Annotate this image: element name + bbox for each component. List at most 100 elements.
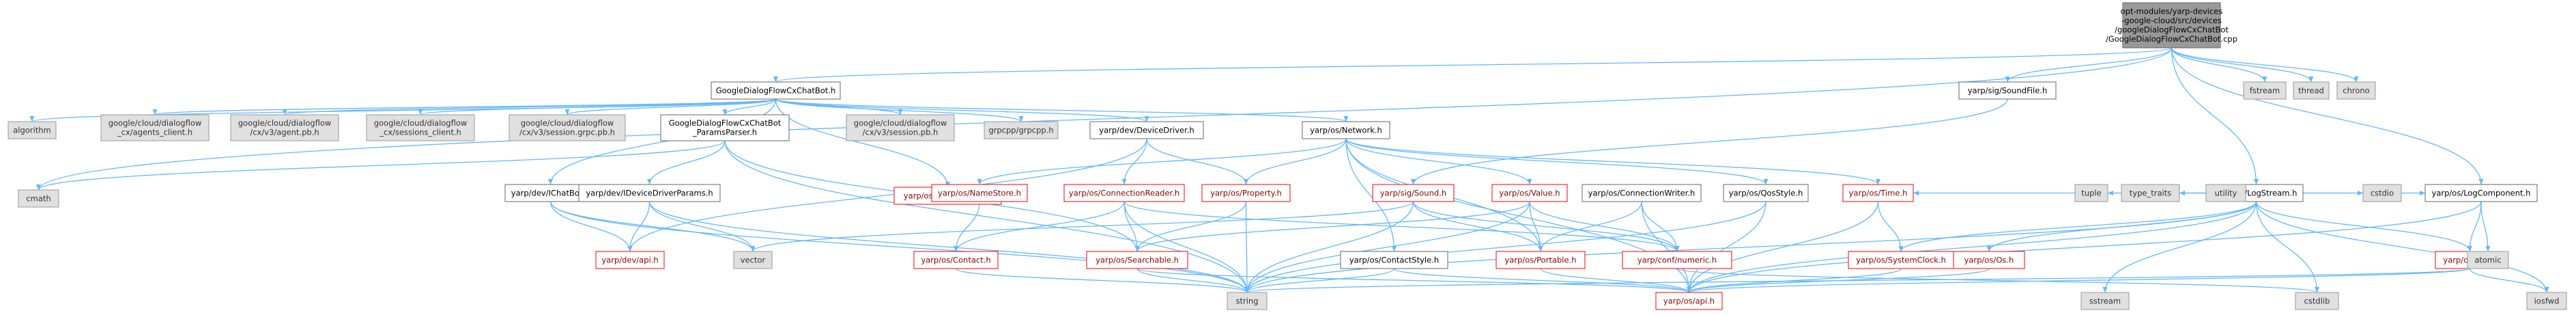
edge-ichatbot-to-vector xyxy=(549,201,756,252)
node-network[interactable]: yarp/os/Network.h xyxy=(1302,121,1390,139)
edge-hdr-to-params_parser xyxy=(722,98,777,115)
edge-value-to-searchable xyxy=(1134,201,1530,252)
node-contact[interactable]: yarp/os/Contact.h xyxy=(913,251,999,269)
node-label: cmath xyxy=(26,193,51,203)
edge-hdr-to-session_grpc xyxy=(564,98,777,115)
edge-hdr-to-bufferedport xyxy=(775,98,951,188)
node-label: algorithm xyxy=(13,125,51,135)
node-cmath: cmath xyxy=(18,189,59,208)
edge-logcomponent-to-log xyxy=(2467,201,2482,252)
node-label: thread xyxy=(2298,85,2324,95)
node-thread: thread xyxy=(2293,81,2330,100)
edge-hdr-to-grpcpp xyxy=(775,98,1024,122)
edge-hdr-to-network xyxy=(775,98,1349,122)
edge-devicedriver-to-connectionreader xyxy=(1121,138,1147,185)
node-label: /cx/v3/session.grpc.pb.h xyxy=(519,128,615,137)
node-session_grpc: google/cloud/dialogflow/cx/v3/session.gr… xyxy=(509,114,626,141)
node-logcomponent[interactable]: yarp/os/LogComponent.h xyxy=(2424,184,2538,202)
node-devicedriver[interactable]: yarp/dev/DeviceDriver.h xyxy=(1089,121,1204,139)
node-portable[interactable]: yarp/os/Portable.h xyxy=(1495,251,1586,269)
edge-root-to-cmath xyxy=(36,47,2173,191)
edge-log-to-string xyxy=(1245,268,2471,293)
node-label: yarp/os/Property.h xyxy=(1210,188,1282,197)
edge-hdr-to-sessions_client xyxy=(418,98,777,115)
node-os_api[interactable]: yarp/os/api.h xyxy=(1655,292,1723,310)
node-agents_client: google/cloud/dialogflow_cx/agents_client… xyxy=(100,114,210,141)
node-systemclock[interactable]: yarp/os/SystemClock.h xyxy=(1848,251,1954,269)
edge-devicedriverparams-to-string xyxy=(648,201,1250,293)
node-label: yarp/os/NameStore.h xyxy=(938,188,1021,197)
edge-logstream-to-os_api xyxy=(1686,201,2257,293)
node-property[interactable]: yarp/os/Property.h xyxy=(1201,184,1291,202)
edge-root-to-chrono xyxy=(2171,47,2359,83)
edge-property-to-searchable xyxy=(1134,201,1247,252)
node-label: sstream xyxy=(2089,296,2121,305)
node-root[interactable]: opt-modules/yarp-devices-google-cloud/sr… xyxy=(2106,2,2237,49)
node-connectionreader[interactable]: yarp/os/ConnectionReader.h xyxy=(1063,184,1185,202)
edge-logstream-to-systemclock xyxy=(1898,201,2257,252)
edge-devicedriverparams-to-dev_api xyxy=(627,201,650,252)
node-params_parser[interactable]: GoogleDialogFlowCxChatBot_ParamsParser.h xyxy=(660,114,790,141)
node-searchable[interactable]: yarp/os/Searchable.h xyxy=(1086,251,1188,269)
edge-hdr-to-agent_pb xyxy=(282,98,777,115)
node-label: /GoogleDialogFlowCxChatBot.cpp xyxy=(2106,34,2237,44)
edge-network-to-time xyxy=(1345,138,1880,185)
node-label: yarp/os/ConnectionReader.h xyxy=(1069,188,1179,197)
node-namestore[interactable]: yarp/os/NameStore.h xyxy=(931,184,1028,202)
node-label: /cx/v3/session.pb.h xyxy=(863,128,939,137)
node-label: string xyxy=(1235,296,1258,305)
node-fstream: fstream xyxy=(2243,81,2287,100)
node-label: google/cloud/dialogflow xyxy=(109,118,202,128)
node-label: yarp/os/Network.h xyxy=(1310,125,1382,135)
node-soundfile[interactable]: yarp/sig/SoundFile.h xyxy=(1958,81,2057,100)
node-hdr[interactable]: GoogleDialogFlowCxChatBot.h xyxy=(711,81,841,100)
node-label: -google-cloud/src/devices xyxy=(2121,16,2222,25)
edge-logstream-to-string xyxy=(1244,201,2257,293)
node-utility: utility xyxy=(2205,184,2246,202)
node-label: yarp/os/SystemClock.h xyxy=(1856,255,1946,264)
node-type_traits: type_traits xyxy=(2121,184,2180,202)
node-label: GoogleDialogFlowCxChatBot.h xyxy=(716,85,836,95)
node-label: tuple xyxy=(2081,188,2101,197)
node-label: fstream xyxy=(2250,85,2280,95)
node-label: yarp/os/api.h xyxy=(1663,296,1715,305)
node-session_pb: google/cloud/dialogflow/cx/v3/session.pb… xyxy=(846,114,955,141)
node-contactstyle[interactable]: yarp/os/ContactStyle.h xyxy=(1340,251,1448,269)
edge-value-to-string xyxy=(1244,201,1530,293)
node-devicedriverparams[interactable]: yarp/dev/IDeviceDriverParams.h xyxy=(578,184,721,202)
node-numeric[interactable]: yarp/conf/numeric.h xyxy=(1622,251,1732,269)
edge-sound-to-vector xyxy=(750,201,1414,252)
node-os_h[interactable]: yarp/os/Os.h xyxy=(1953,251,2025,269)
edge-logstream-to-log xyxy=(2255,201,2473,252)
node-label: type_traits xyxy=(2130,188,2171,197)
node-time[interactable]: yarp/os/Time.h xyxy=(1842,184,1914,202)
edge-connectionreader-to-contact xyxy=(953,201,1125,252)
edge-contactstyle-to-string xyxy=(1244,268,1395,293)
node-dev_api[interactable]: yarp/dev/api.h xyxy=(595,251,665,269)
node-label: yarp/os/ContactStyle.h xyxy=(1349,255,1439,264)
node-label: /cx/v3/agent.pb.h xyxy=(250,128,319,137)
node-label: yarp/os/Os.h xyxy=(1964,255,2014,264)
node-value[interactable]: yarp/os/Value.h xyxy=(1491,184,1568,202)
edge-devicedriver-to-dev_api xyxy=(627,138,1147,252)
edge-connectionwriter-to-numeric xyxy=(1641,201,1680,252)
edge-hdr-to-devicedriver xyxy=(775,98,1149,122)
node-label: yarp/dev/IChatBot.h xyxy=(511,188,590,197)
edge-log-to-iosfwd xyxy=(2469,268,2549,293)
node-qosstyle[interactable]: yarp/os/QosStyle.h xyxy=(1723,184,1809,202)
edge-qosstyle-to-os_api xyxy=(1686,201,1766,293)
edge-network-to-property xyxy=(1243,138,1347,185)
node-sound[interactable]: yarp/sig/Sound.h xyxy=(1372,184,1455,202)
edge-searchable-to-string xyxy=(1136,268,1250,293)
node-label: yarp/os/Contact.h xyxy=(921,255,990,264)
include-nodes: opt-modules/yarp-devices-google-cloud/sr… xyxy=(8,2,2567,310)
edge-connectionreader-to-numeric xyxy=(1124,201,1680,252)
node-label: GoogleDialogFlowCxChatBot xyxy=(669,118,782,128)
edge-sound-to-portable xyxy=(1412,201,1543,252)
node-label: utility xyxy=(2215,188,2237,197)
node-connectionwriter[interactable]: yarp/os/ConnectionWriter.h xyxy=(1582,184,1702,202)
edge-contactstyle-to-os_api xyxy=(1393,268,1691,293)
node-label: yarp/conf/numeric.h xyxy=(1637,255,1717,264)
node-label: _ParamsParser.h xyxy=(692,128,757,137)
